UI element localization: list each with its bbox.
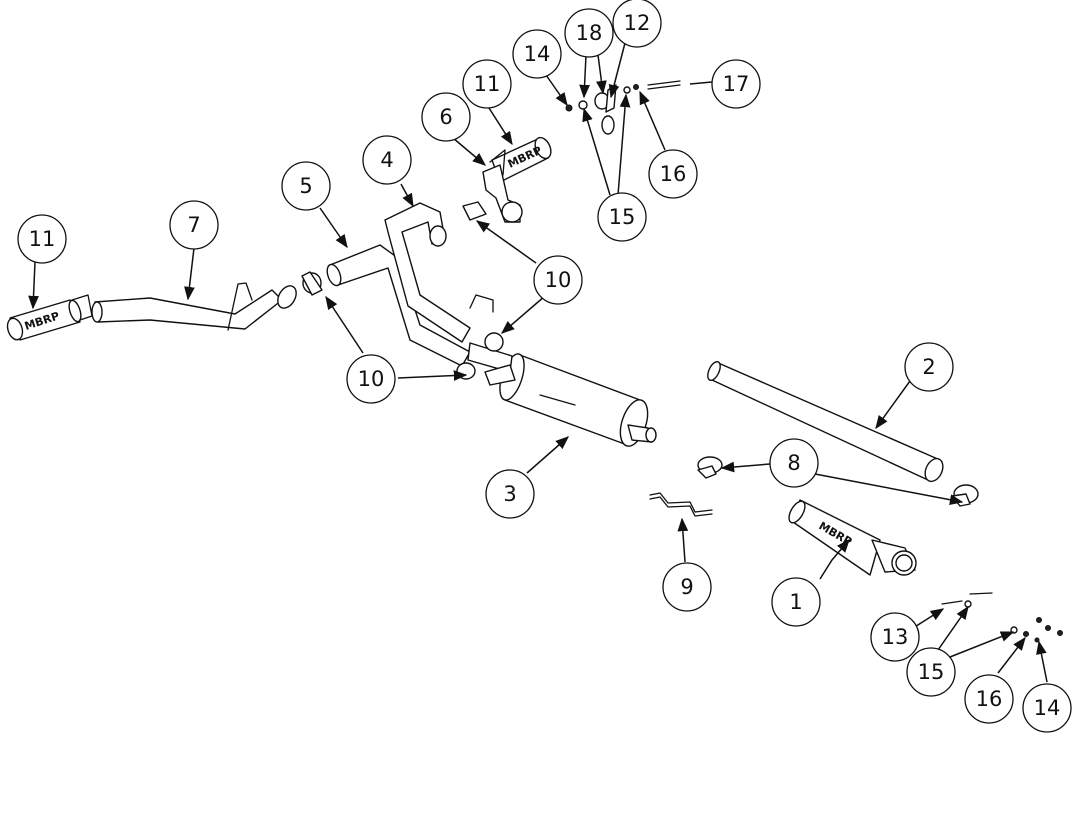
svg-text:5: 5 [299, 174, 312, 198]
callout-16-a: 16 [648, 149, 698, 199]
svg-text:11: 11 [474, 72, 501, 96]
main-muffler [467, 342, 657, 447]
callout-18: 18 [564, 8, 614, 58]
svg-text:4: 4 [380, 148, 393, 172]
svg-text:15: 15 [918, 660, 945, 684]
svg-text:15: 15 [609, 205, 636, 229]
svg-text:18: 18 [576, 21, 603, 45]
svg-text:9: 9 [680, 575, 693, 599]
svg-text:16: 16 [976, 687, 1003, 711]
svg-text:14: 14 [1034, 696, 1061, 720]
intermediate-pipe-5 [326, 244, 471, 367]
svg-text:16: 16 [660, 162, 687, 186]
svg-text:3: 3 [503, 482, 516, 506]
callout-15-b: 15 [906, 647, 956, 697]
callout-16-b: 16 [964, 674, 1014, 724]
clamp-8a [697, 456, 723, 479]
callout-10-a: 10 [533, 255, 583, 305]
svg-text:2: 2 [922, 355, 935, 379]
callout-15-a: 15 [597, 192, 647, 242]
svg-text:10: 10 [545, 268, 572, 292]
clamp-10c [456, 362, 476, 380]
callout-8: 8 [769, 438, 819, 488]
upper-tip-assembly: MBRP [462, 136, 552, 223]
clamp-8b [951, 484, 979, 507]
svg-text:14: 14 [524, 42, 551, 66]
tailpipe-tip-left: MBRP [6, 294, 93, 341]
callout-7: 7 [169, 200, 219, 250]
hanger-bracket [649, 492, 713, 517]
callout-12: 12 [612, 0, 662, 48]
svg-text:10: 10 [358, 367, 385, 391]
svg-text:8: 8 [787, 451, 800, 475]
clamp-10a [301, 271, 323, 296]
svg-text:7: 7 [187, 213, 200, 237]
resonator: MBRP [788, 499, 917, 576]
callout-11-b: 11 [462, 59, 512, 109]
callout-14-a: 14 [512, 29, 562, 79]
svg-text:17: 17 [723, 72, 750, 96]
callout-2: 2 [904, 342, 954, 392]
callout-11-a: 11 [17, 214, 67, 264]
svg-text:13: 13 [882, 625, 909, 649]
svg-text:12: 12 [624, 11, 651, 35]
hanger-hardware-top [565, 80, 681, 135]
intermediate-pipe-4 [384, 202, 494, 343]
callout-1: 1 [771, 577, 821, 627]
svg-text:6: 6 [439, 105, 452, 129]
callout-6: 6 [421, 92, 471, 142]
callout-17: 17 [711, 59, 761, 109]
clamp-10b [484, 332, 504, 352]
callout-5: 5 [281, 161, 331, 211]
svg-text:11: 11 [29, 227, 56, 251]
callout-13: 13 [870, 612, 920, 662]
leader-lines [28, 42, 1048, 683]
callout-10-b: 10 [346, 354, 396, 404]
front-pipe [707, 360, 944, 483]
callout-4: 4 [362, 135, 412, 185]
callout-3: 3 [485, 469, 535, 519]
callout-9: 9 [662, 562, 712, 612]
rear-tailpipe [91, 282, 297, 331]
callout-14-b: 14 [1022, 683, 1072, 733]
svg-text:1: 1 [789, 590, 802, 614]
